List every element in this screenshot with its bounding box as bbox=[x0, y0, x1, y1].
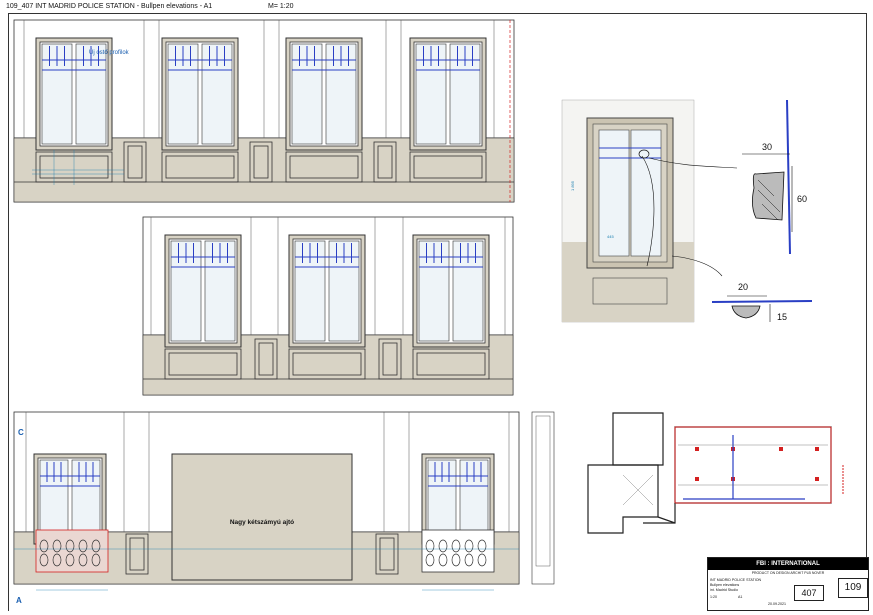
window-bottom-2 bbox=[421, 453, 495, 545]
sketch-dim-30: 30 bbox=[762, 142, 772, 152]
window-mid-2 bbox=[288, 234, 366, 348]
baluster bbox=[78, 539, 88, 553]
sheet-border-right bbox=[866, 13, 867, 611]
title-block-date: 20.09.2021 bbox=[768, 602, 786, 606]
baluster bbox=[39, 553, 49, 567]
profile-note: Új ostő profilok bbox=[89, 49, 130, 56]
sheet-border-left bbox=[8, 13, 9, 611]
sheet-title: 109_407 INT MADRID POLICE STATION - Bull… bbox=[6, 3, 213, 10]
baluster bbox=[438, 539, 448, 553]
sketch-dim-1895: 1 895 bbox=[570, 180, 575, 191]
baluster bbox=[464, 553, 474, 567]
title-block-size: A1 bbox=[738, 595, 743, 599]
title-block-company: FBI : INTERNATIONAL bbox=[708, 558, 868, 570]
marker-c: C bbox=[18, 428, 24, 437]
baluster bbox=[477, 539, 487, 553]
baluster bbox=[425, 553, 435, 567]
marker-a: A bbox=[16, 596, 22, 605]
baluster bbox=[52, 539, 62, 553]
title-block-location: int. Madrid Studio bbox=[710, 588, 738, 592]
baluster bbox=[451, 539, 461, 553]
baluster bbox=[78, 553, 88, 567]
sheet-scale: M= 1:20 bbox=[268, 3, 294, 10]
title-block-product: PRODUCT ON DESIGN ARCHIT PLB NOVER bbox=[751, 571, 825, 575]
sketch-dim-20: 20 bbox=[738, 282, 748, 292]
title-block-scale: 1:20 bbox=[710, 595, 717, 599]
title-block: FBI : INTERNATIONAL PRODUCT ON DESIGN AR… bbox=[707, 557, 869, 611]
baluster bbox=[451, 553, 461, 567]
sketch-dim-15: 15 bbox=[777, 312, 787, 322]
floor-plan bbox=[587, 412, 844, 534]
baluster bbox=[438, 553, 448, 567]
title-block-sheet-name: Bullpen elevations bbox=[710, 583, 740, 587]
baluster bbox=[464, 539, 474, 553]
detail-sketch: 445 1 895 30 60 20 15 bbox=[561, 99, 813, 323]
elevation-middle bbox=[142, 216, 514, 396]
title-block-project: INT MADRID POLICE STATION bbox=[710, 578, 762, 582]
baluster bbox=[91, 539, 101, 553]
baluster bbox=[65, 553, 75, 567]
door-label: Nagy kétszámyú ajtó bbox=[230, 519, 294, 526]
window-bottom-1 bbox=[33, 453, 107, 545]
window-top-1 bbox=[35, 37, 113, 151]
window-top-4 bbox=[409, 37, 487, 151]
baluster bbox=[39, 539, 49, 553]
baluster bbox=[91, 553, 101, 567]
window-mid-3 bbox=[412, 234, 490, 348]
sketch-dim-60: 60 bbox=[797, 194, 807, 204]
baluster bbox=[52, 553, 62, 567]
elevation-bottom: Nagy kétszámyú ajtó bbox=[13, 411, 555, 591]
title-block-page-number: 109 bbox=[838, 578, 868, 598]
window-top-3 bbox=[285, 37, 363, 151]
window-top-2 bbox=[161, 37, 239, 151]
baluster bbox=[425, 539, 435, 553]
baluster bbox=[477, 553, 487, 567]
elevation-top: Új ostő profilok bbox=[13, 19, 515, 203]
sketch-dim-445: 445 bbox=[607, 234, 614, 239]
sheet-border-top bbox=[8, 13, 867, 14]
window-mid-1 bbox=[164, 234, 242, 348]
title-block-set-number: 407 bbox=[794, 585, 824, 601]
baluster bbox=[65, 539, 75, 553]
